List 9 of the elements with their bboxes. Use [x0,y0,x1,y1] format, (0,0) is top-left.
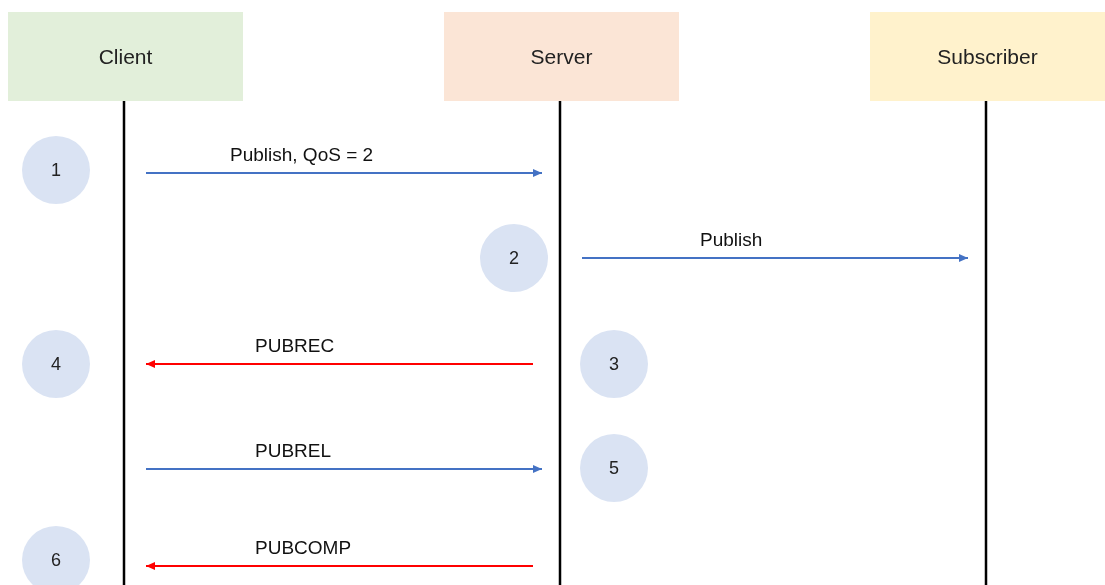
participant-header: Client [8,12,243,101]
message-arrow [145,465,543,473]
participant-header: Subscriber [870,12,1105,101]
message-arrow [581,254,969,262]
step-number-circle: 6 [22,526,90,585]
message-arrow [145,169,543,177]
message-arrow [145,562,534,570]
participant-header: Server [444,12,679,101]
message-arrow [145,360,534,368]
